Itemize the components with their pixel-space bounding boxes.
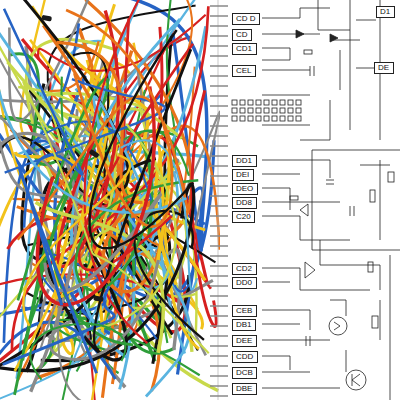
label-box: DCB (232, 367, 257, 379)
terminal-pin (210, 65, 228, 67)
wire (20, 169, 97, 374)
terminal-pin (210, 265, 228, 267)
terminal-pin (210, 215, 228, 217)
label-box: DBE (232, 383, 257, 395)
terminal-pin (210, 335, 228, 337)
label-box: DEE (232, 335, 257, 347)
label-box: DE (374, 62, 394, 74)
part-label: CD D (236, 14, 256, 24)
terminal-pin (210, 395, 228, 397)
label-box: CD (232, 29, 252, 41)
wire (90, 30, 194, 248)
wire (49, 260, 158, 359)
part-label: CDD (236, 352, 254, 362)
terminal-pin (210, 175, 228, 177)
terminal-pin (210, 355, 228, 357)
label-box: DD8 (232, 197, 257, 209)
label-box: C20 (232, 211, 255, 223)
wire-connector (89, 149, 100, 159)
part-label: DD8 (236, 198, 253, 208)
terminal-pin (210, 375, 228, 377)
part-label: DD0 (236, 278, 253, 288)
label-box: DEO (232, 183, 258, 195)
wire (38, 87, 155, 305)
terminal-pin (210, 275, 228, 277)
part-label: DD1 (236, 156, 253, 166)
terminal-pin (210, 325, 228, 327)
terminal-pin (210, 195, 228, 197)
part-label: CD (236, 30, 248, 40)
terminal-pin (210, 105, 228, 107)
terminal-pin (210, 95, 228, 97)
wire (57, 42, 143, 202)
label-box: CD1 (232, 43, 257, 55)
wire (81, 124, 175, 330)
terminal-pin (210, 345, 228, 347)
wire (15, 129, 107, 371)
terminal-pin (210, 25, 228, 27)
label-box: DD0 (232, 277, 257, 289)
terminal-pin (210, 385, 228, 387)
label-box: DB1 (232, 319, 256, 331)
label-box: CD2 (232, 263, 257, 275)
terminal-pin (210, 85, 228, 87)
terminal-pin (210, 165, 228, 167)
part-label: CEB (236, 306, 253, 316)
label-box: CD D (232, 13, 260, 25)
wire-connector (93, 295, 104, 302)
label-box: CDD (232, 351, 258, 363)
wire (30, 324, 125, 380)
terminal-pin (210, 255, 228, 257)
terminal-pin (210, 205, 228, 207)
terminal-pin (210, 185, 228, 187)
part-label: DCB (236, 368, 253, 378)
label-box: D1 (376, 6, 395, 18)
terminal-pin (210, 315, 228, 317)
terminal-pin (210, 135, 228, 137)
part-label: DE (378, 63, 390, 73)
part-label: DEI (236, 170, 250, 180)
part-label: C20 (236, 212, 251, 222)
wire (66, 10, 172, 227)
terminal-pin (210, 15, 228, 17)
wire (9, 0, 92, 121)
terminal-pin (210, 125, 228, 127)
terminal-pin (210, 285, 228, 287)
terminal-pin (210, 225, 228, 227)
wire (23, 155, 130, 326)
part-label: DEO (236, 184, 254, 194)
part-label: DB1 (236, 320, 252, 330)
part-label: DEE (236, 336, 253, 346)
terminal-pin (210, 235, 228, 237)
label-box: CEB (232, 305, 257, 317)
terminal-pin (210, 295, 228, 297)
part-label: CD1 (236, 44, 253, 54)
part-label: CD2 (236, 264, 253, 274)
part-label: CEL (236, 66, 252, 76)
terminal-pin (210, 245, 228, 247)
terminal-pin (210, 55, 228, 57)
terminal-pin (210, 305, 228, 307)
label-box: CEL (232, 65, 256, 77)
terminal-pin (210, 35, 228, 37)
wire (23, 82, 209, 353)
part-label: D1 (380, 7, 391, 17)
terminal-pin (210, 45, 228, 47)
terminal-pin (210, 75, 228, 77)
label-box: DEI (232, 169, 254, 181)
terminal-pin (210, 365, 228, 367)
terminal-pin (210, 115, 228, 117)
terminal-pin (210, 145, 228, 147)
wire-connector (41, 15, 52, 22)
terminal-pin (210, 155, 228, 157)
part-label: DBE (236, 384, 253, 394)
label-box: DD1 (232, 155, 257, 167)
terminal-pin (210, 5, 228, 7)
